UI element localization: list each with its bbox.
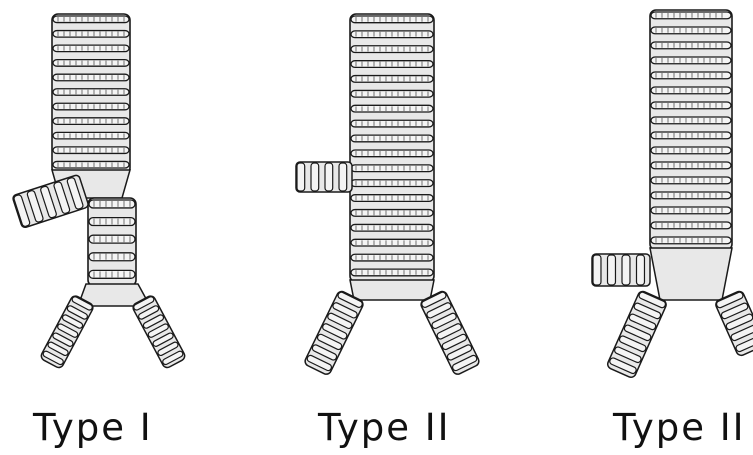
- cartilage-ring: [651, 237, 731, 244]
- cartilage-ring: [651, 192, 731, 199]
- cartilage-ring: [53, 31, 129, 38]
- cartilage-ring: [651, 117, 731, 124]
- cartilage-ring: [651, 12, 731, 19]
- cartilage-ring: [651, 132, 731, 139]
- fistula-stub: [296, 162, 352, 192]
- caption-type-1: Type I: [33, 408, 153, 448]
- cartilage-ring: [651, 57, 731, 64]
- type-2-illustration: [296, 14, 481, 376]
- cartilage-ring: [53, 132, 129, 139]
- cartilage-ring: [53, 147, 129, 154]
- cartilage-ring: [53, 60, 129, 67]
- cartilage-ring: [53, 74, 129, 81]
- cartilage-ring: [651, 207, 731, 214]
- caption-type-3: Type II: [613, 408, 746, 448]
- cartilage-ring: [651, 87, 731, 94]
- cartilage-ring: [53, 161, 129, 168]
- cartilage-ring: [53, 45, 129, 52]
- cartilage-ring: [651, 222, 731, 229]
- type-1-illustration: [12, 14, 186, 369]
- cartilage-ring: [53, 118, 129, 125]
- cartilage-ring: [651, 177, 731, 184]
- cartilage-ring: [651, 162, 731, 169]
- fistula-branch: [12, 174, 89, 228]
- cartilage-ring: [651, 42, 731, 49]
- cartilage-ring: [651, 102, 731, 109]
- cartilage-ring: [53, 16, 129, 23]
- cartilage-ring: [651, 72, 731, 79]
- cartilage-ring: [53, 89, 129, 96]
- fistula-stub: [592, 254, 650, 286]
- cartilage-ring: [53, 103, 129, 110]
- caption-type-2: Type II: [318, 408, 451, 448]
- cartilage-ring: [651, 27, 731, 34]
- cartilage-ring: [651, 147, 731, 154]
- type-3-illustration: [592, 10, 753, 379]
